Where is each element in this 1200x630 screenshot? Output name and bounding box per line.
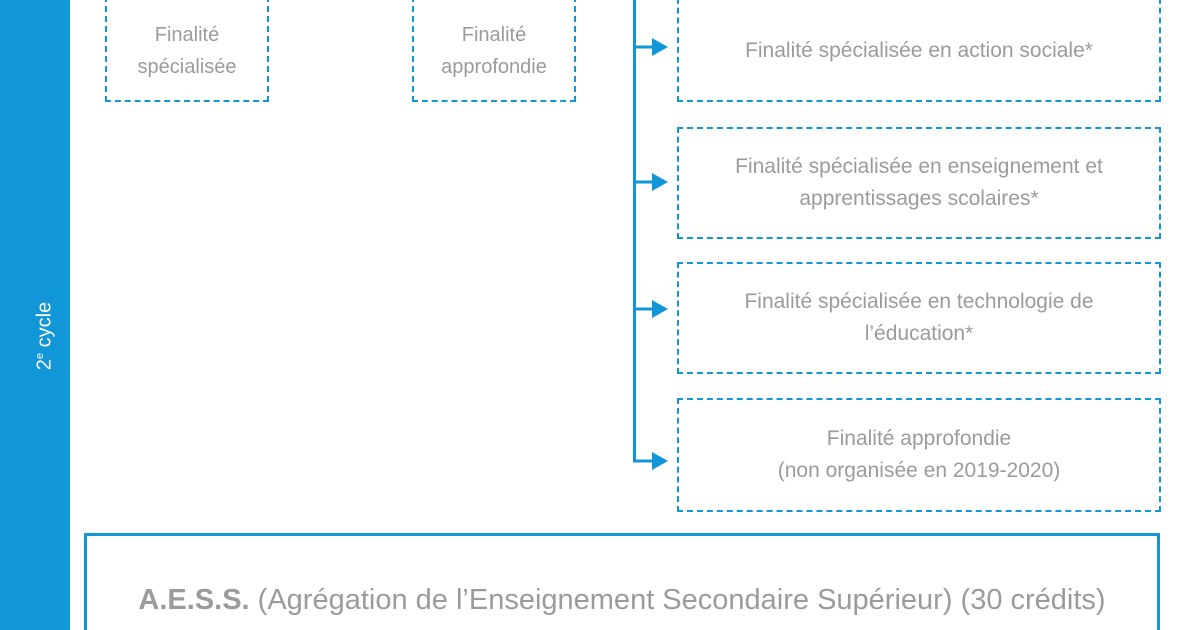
option-box-teaching: Finalité spécialisée en enseignement et … [677, 127, 1161, 239]
option-line1: Finalité spécialisée en action sociale* [745, 39, 1093, 62]
cycle-sidebar: 2e cycle [0, 0, 70, 630]
finality-specialized-line1: Finalité [154, 24, 220, 46]
option-box-deepened: Finalité approfondie (non organisée en 2… [677, 398, 1161, 512]
finality-specialized-box: Finalité spécialisée [105, 0, 269, 102]
aess-description: (Agrégation de l’Enseignement Secondaire… [249, 584, 1106, 616]
finality-deepened-box: Finalité approfondie [412, 0, 576, 102]
aess-box: A.E.S.S. (Agrégation de l’Enseignement S… [84, 533, 1160, 630]
option-line2: (non organisée en 2019-2020) [777, 459, 1061, 482]
finality-deepened-line1: Finalité [461, 24, 527, 46]
option-line2: apprentissages scolaires* [799, 187, 1039, 210]
arrow-right-icon [633, 37, 671, 57]
cycle-superscript: e [33, 352, 46, 360]
option-box-social-action: Finalité spécialisée en action sociale* [677, 0, 1161, 102]
option-line1: Finalité spécialisée en technologie de [744, 290, 1094, 313]
aess-abbreviation: A.E.S.S. [138, 584, 250, 616]
cycle-label: 2e cycle [34, 302, 57, 370]
finality-specialized-line2: spécialisée [137, 56, 237, 78]
arrow-right-icon [633, 172, 671, 192]
option-line2: l’éducation* [864, 322, 974, 345]
arrow-right-icon [633, 299, 671, 319]
connector-vertical-line [633, 0, 636, 461]
cycle-word: cycle [33, 301, 56, 348]
option-line1: Finalité approfondie [826, 427, 1012, 450]
cycle-number: 2 [33, 359, 56, 371]
aess-text: A.E.S.S. (Agrégation de l’Enseignement S… [87, 584, 1157, 617]
option-box-education-technology: Finalité spécialisée en technologie de l… [677, 262, 1161, 374]
finality-deepened-line2: approfondie [441, 56, 547, 78]
arrow-right-icon [633, 451, 671, 471]
option-line1: Finalité spécialisée en enseignement et [735, 155, 1103, 178]
